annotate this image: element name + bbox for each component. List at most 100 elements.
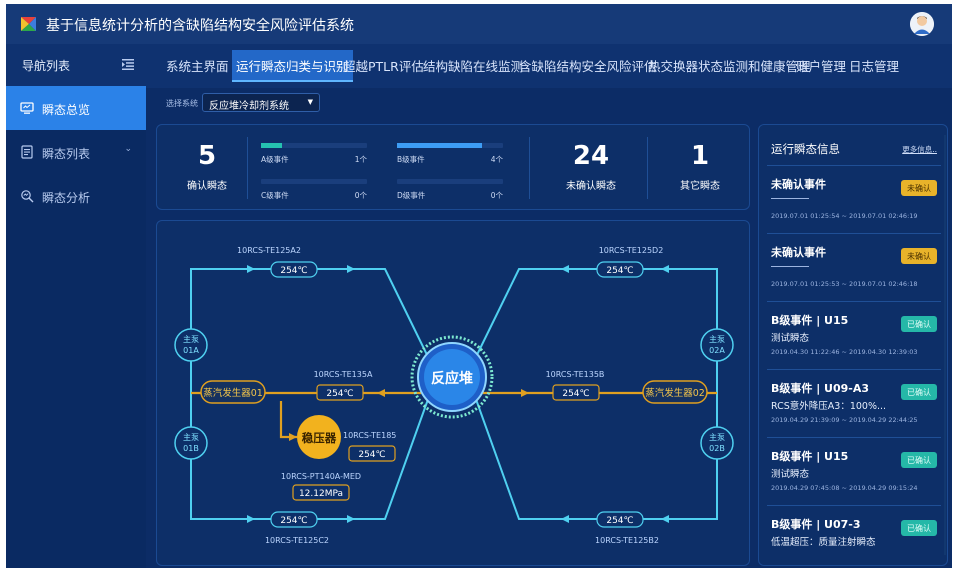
status-badge[interactable]: 已确认 (901, 384, 937, 400)
sensor-value: 254℃ (358, 450, 385, 460)
sensor-te135b[interactable]: 10RCS-TE135B 254℃ (546, 370, 605, 401)
pressurizer[interactable]: 稳压器 (297, 415, 341, 459)
event-item[interactable]: B级事件 | U15 测试瞬态 2019.04.29 07:45:08 ~ 20… (767, 437, 941, 501)
sensor-te125b2[interactable]: 254℃ 10RCS-TE125B2 (595, 511, 659, 545)
grade-name: D级事件 (397, 191, 426, 200)
system-select[interactable]: 反应堆冷却剂系统 ▼ (202, 93, 320, 112)
sidebar-item-label: 瞬态分析 (42, 191, 91, 205)
event-time: 2019.07.01 01:25:54 ~ 2019.07.01 02:46:1… (771, 212, 918, 220)
stats-panel: 5 确认瞬态 A级事件 1个 B级事件 4个 C级事件 0个 D级事件 0个 2… (156, 124, 750, 210)
progress-fill (397, 143, 482, 148)
other-stat[interactable]: 1 其它瞬态 (665, 141, 735, 192)
main-tabs: 系统主界面 运行瞬态归类与识别 超越PTLR评估 结构缺陷在线监测 含缺陷结构安… (146, 44, 952, 88)
confirmed-stat[interactable]: 5 确认瞬态 (177, 141, 237, 192)
grade-b-meter: B级事件 4个 (397, 143, 503, 164)
status-badge[interactable]: 未确认 (901, 248, 937, 264)
header-bar: 基于信息统计分析的含缺陷结构安全风险评估系统 (6, 4, 952, 44)
sidebar-item-overview[interactable]: 瞬态总览 (6, 86, 146, 130)
event-time: 2019.07.01 01:25:53 ~ 2019.07.01 02:46:1… (771, 280, 918, 288)
steam-generator-02-label: 蒸汽发生器02 (645, 387, 705, 399)
arrow-left-icon (377, 389, 385, 397)
sensor-value: 254℃ (606, 516, 633, 526)
grade-d-meter: D级事件 0个 (397, 179, 503, 200)
sensor-te135a[interactable]: 10RCS-TE135A 254℃ (314, 370, 373, 401)
tab-heat-exchanger[interactable]: 热交换器状态监测和健康管理 (648, 59, 811, 74)
pipe-lower-right (472, 390, 639, 520)
info-panel-title: 运行瞬态信息 (771, 142, 840, 156)
event-item[interactable]: 未确认事件 2019.07.01 01:25:53 ~ 2019.07.01 0… (767, 233, 941, 297)
system-select-value: 反应堆冷却剂系统 (209, 101, 289, 112)
system-diagram-panel: 蒸汽发生器01 蒸汽发生器02 主泵 01A 主泵 01B 主泵 02A (156, 220, 750, 566)
grade-count: 0个 (354, 191, 367, 200)
event-title: B级事件 | U09-A3 (771, 382, 870, 395)
sensor-te125c2[interactable]: 254℃ 10RCS-TE125C2 (265, 511, 329, 545)
event-item[interactable]: B级事件 | U07-3 低温超压：质量注射瞬态 已确认 (767, 505, 941, 565)
arrow-right-icon (347, 515, 355, 523)
sensor-te125d2[interactable]: 10RCS-TE125D2 254℃ (596, 246, 663, 278)
list-icon (21, 145, 33, 159)
grade-name: A级事件 (261, 155, 289, 164)
pipe-upper-left (190, 268, 432, 520)
sensor-pt140a[interactable]: 10RCS-PT140A-MED 12.12MPa (281, 472, 361, 501)
scrollbar[interactable] (944, 135, 946, 555)
pump-label: 主泵 (183, 432, 199, 442)
menu-toggle-icon[interactable] (122, 59, 134, 70)
main-pump-02a[interactable]: 主泵 02A (700, 328, 734, 362)
grade-name: C级事件 (261, 191, 289, 200)
event-description: 测试瞬态 (771, 469, 810, 480)
unconfirmed-count: 24 (572, 141, 610, 171)
sensor-te125a2[interactable]: 10RCS-TE125A2 254℃ (237, 246, 318, 278)
pump-id: 01B (183, 444, 199, 453)
tab-ptlr[interactable]: 超越PTLR评估 (343, 59, 424, 74)
app-title: 基于信息统计分析的含缺陷结构安全风险评估系统 (46, 18, 354, 34)
status-badge[interactable]: 已确认 (901, 520, 937, 536)
main-pump-02b[interactable]: 主泵 02B (700, 426, 734, 460)
event-description: RCS意外降压A3：100%... (771, 401, 887, 412)
pipe-upper-right (472, 268, 718, 520)
main-pump-01b[interactable]: 主泵 01B (174, 426, 208, 460)
tab-account[interactable]: 账户管理 (796, 59, 847, 74)
status-badge[interactable]: 已确认 (901, 452, 937, 468)
event-item[interactable]: B级事件 | U15 测试瞬态 2019.04.30 11:22:46 ~ 20… (767, 301, 941, 365)
reactor[interactable]: 反应堆 (410, 335, 494, 419)
tab-home[interactable]: 系统主界面 (166, 59, 229, 74)
main-pump-01a[interactable]: 主泵 01A (174, 328, 208, 362)
sidebar-item-list[interactable]: 瞬态列表 ⌄ (6, 130, 146, 174)
arrow-right-icon (247, 515, 255, 523)
analysis-icon (21, 190, 34, 203)
steam-generator-01[interactable]: 蒸汽发生器01 (200, 380, 266, 404)
confirmed-count: 5 (197, 141, 217, 171)
pump-label: 主泵 (709, 432, 725, 442)
unconfirmed-label: 未确认瞬态 (566, 181, 616, 192)
event-item[interactable]: B级事件 | U09-A3 RCS意外降压A3：100%... 2019.04.… (767, 369, 941, 433)
arrow-right-icon (289, 433, 297, 441)
divider (647, 137, 648, 199)
tab-risk-assessment[interactable]: 含缺陷结构安全风险评估 (519, 59, 657, 74)
more-info-link[interactable]: 更多信息.. (902, 145, 937, 154)
event-time: 2019.04.29 07:45:08 ~ 2019.04.29 09:15:2… (771, 484, 918, 492)
arrow-left-icon (661, 515, 669, 523)
sensor-tag: 10RCS-TE185 (343, 431, 396, 440)
arrow-right-icon (347, 265, 355, 273)
chevron-down-icon[interactable]: ⌄ (124, 144, 132, 154)
pressurizer-label: 稳压器 (302, 431, 337, 445)
user-avatar[interactable] (910, 12, 934, 36)
grade-name: B级事件 (397, 155, 425, 164)
status-badge[interactable]: 已确认 (901, 316, 937, 332)
steam-generator-02[interactable]: 蒸汽发生器02 (642, 380, 708, 404)
tab-transient-classification[interactable]: 运行瞬态归类与识别 (232, 50, 353, 82)
event-time: 2019.04.29 21:39:09 ~ 2019.04.29 22:44:2… (771, 416, 918, 424)
tab-defect-monitoring[interactable]: 结构缺陷在线监测 (423, 59, 524, 74)
user-avatar-icon (910, 12, 934, 36)
unconfirmed-stat[interactable]: 24 未确认瞬态 (551, 141, 631, 192)
sensor-value: 254℃ (280, 266, 307, 276)
event-item[interactable]: 未确认事件 2019.07.01 01:25:54 ~ 2019.07.01 0… (767, 165, 941, 229)
sensor-value: 12.12MPa (299, 489, 343, 499)
arrow-left-icon (661, 265, 669, 273)
sidebar: 导航列表 瞬态总览 瞬态列表 (6, 44, 146, 568)
sidebar-item-analysis[interactable]: 瞬态分析 (6, 174, 146, 218)
status-badge[interactable]: 未确认 (901, 180, 937, 196)
sensor-te185[interactable]: 10RCS-TE185 254℃ (343, 431, 396, 462)
tab-logs[interactable]: 日志管理 (849, 59, 900, 74)
grade-count: 0个 (490, 191, 503, 200)
